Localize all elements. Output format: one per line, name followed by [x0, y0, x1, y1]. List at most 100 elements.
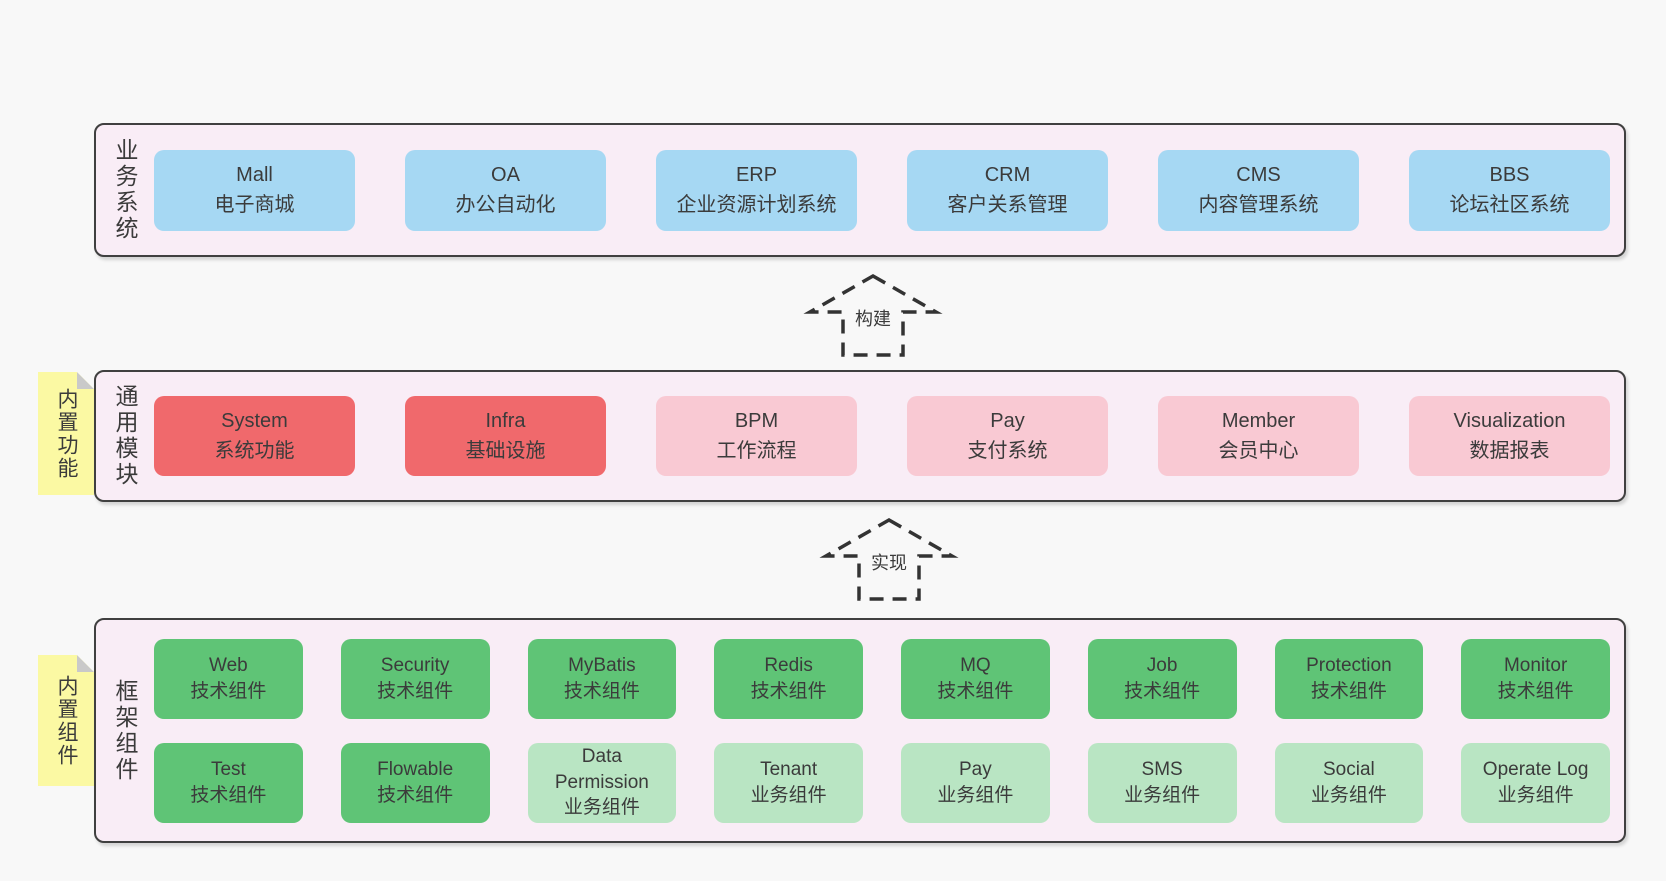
box-flowable: Flowable 技术组件 [340, 742, 490, 823]
box-title: Security [380, 654, 450, 676]
box-subtitle: 业务组件 [1497, 784, 1574, 806]
box-title: Pay [959, 758, 992, 780]
box-redis: Redis 技术组件 [714, 638, 863, 719]
box-subtitle: 支付系统 [967, 440, 1048, 462]
sticky-note-text: 内置组件 [55, 674, 78, 767]
box-subtitle: 客户关系管理 [947, 194, 1068, 216]
box-visualization: Visualization 数据报表 [1409, 396, 1610, 476]
box-subtitle: 技术组件 [1497, 680, 1574, 702]
box-tenant: Tenant 业务组件 [714, 742, 863, 823]
box-title: Operate Log [1482, 758, 1589, 780]
box-title: Flowable [377, 758, 454, 780]
box-member: Member 会员中心 [1158, 396, 1359, 476]
sticky-note-built-in-components: 内置组件 [38, 655, 94, 786]
box-protection: Protection 技术组件 [1274, 638, 1424, 719]
box-title: Monitor [1503, 654, 1568, 676]
box-social: Social 业务组件 [1274, 742, 1424, 823]
box-subtitle: 数据报表 [1469, 440, 1550, 462]
box-sms: SMS 业务组件 [1087, 742, 1237, 823]
box-infra: Infra 基础设施 [405, 396, 606, 476]
box-subtitle: 技术组件 [377, 784, 454, 806]
box-mall: Mall 电子商城 [154, 149, 355, 231]
box-subtitle: 会员中心 [1218, 440, 1299, 462]
box-title: System [221, 410, 288, 432]
box-subtitle: 基础设施 [465, 440, 546, 462]
box-pay: Pay 支付系统 [907, 396, 1108, 476]
component-row-2: Test 技术组件 Flowable 技术组件 Data Permission … [154, 742, 1610, 823]
box-oa: OA 办公自动化 [405, 149, 606, 231]
box-title: Tenant [760, 758, 818, 780]
box-title: BBS [1489, 164, 1530, 186]
box-subtitle: 业务组件 [1310, 784, 1387, 806]
box-title: Protection [1306, 654, 1392, 676]
box-web: Web 技术组件 [154, 638, 303, 719]
box-erp: ERP 企业资源计划系统 [656, 149, 857, 231]
box-subtitle: 技术组件 [1310, 680, 1387, 702]
box-title: Member [1221, 410, 1296, 432]
box-subtitle: 业务组件 [1124, 784, 1201, 806]
band-framework-components: 框架组件 Web 技术组件 Security 技术组件 MyBatis 技术组件… [94, 618, 1626, 843]
box-subtitle: 业务组件 [937, 784, 1014, 806]
box-job: Job 技术组件 [1087, 638, 1237, 719]
band-boxes: System 系统功能 Infra 基础设施 BPM 工作流程 Pay 支付系统… [154, 372, 1624, 500]
box-subtitle: 办公自动化 [455, 194, 556, 216]
box-title: CRM [984, 164, 1031, 186]
band-label-common-modules: 通用模块 [112, 384, 138, 488]
component-row-1: Web 技术组件 Security 技术组件 MyBatis 技术组件 Redi… [154, 638, 1610, 719]
folded-corner-icon [77, 655, 94, 672]
arrow-implement-label: 实现 [868, 548, 910, 576]
box-subtitle: 工作流程 [716, 440, 797, 462]
box-title: Data Permission [554, 746, 649, 793]
box-title: Redis [764, 654, 813, 676]
box-subtitle: 技术组件 [190, 784, 267, 806]
box-mq: MQ 技术组件 [901, 638, 1050, 719]
box-subtitle: 内容管理系统 [1198, 194, 1319, 216]
band-business-systems: 业务系统 Mall 电子商城 OA 办公自动化 ERP 企业资源计划系统 CRM… [94, 123, 1626, 257]
box-title: Mall [236, 164, 273, 186]
box-cms: CMS 内容管理系统 [1158, 149, 1359, 231]
sticky-note-built-in-features: 内置功能 [38, 372, 94, 495]
sticky-note-text: 内置功能 [55, 387, 78, 480]
box-subtitle: 系统功能 [214, 440, 295, 462]
box-operate-log: Operate Log 业务组件 [1461, 742, 1610, 823]
arrow-build: 构建 [803, 273, 943, 358]
box-subtitle: 技术组件 [190, 680, 267, 702]
arrow-build-label: 构建 [852, 304, 894, 332]
box-title: MQ [960, 654, 991, 676]
arrow-implement: 实现 [819, 517, 959, 602]
band-rows: Web 技术组件 Security 技术组件 MyBatis 技术组件 Redi… [154, 620, 1624, 841]
box-title: ERP [735, 164, 778, 186]
box-title: Web [209, 654, 248, 676]
box-title: SMS [1141, 758, 1183, 780]
box-bbs: BBS 论坛社区系统 [1409, 149, 1610, 231]
box-subtitle: 电子商城 [214, 194, 295, 216]
band-label-business-systems: 业务系统 [112, 138, 138, 242]
box-test: Test 技术组件 [154, 742, 303, 823]
box-title: Visualization [1453, 410, 1566, 432]
box-subtitle: 技术组件 [1124, 680, 1201, 702]
box-security: Security 技术组件 [340, 638, 490, 719]
box-subtitle: 技术组件 [937, 680, 1014, 702]
box-subtitle: 论坛社区系统 [1449, 194, 1570, 216]
box-title: Job [1146, 654, 1178, 676]
box-subtitle: 技术组件 [750, 680, 827, 702]
box-pay-component: Pay 业务组件 [901, 742, 1050, 823]
box-system: System 系统功能 [154, 396, 355, 476]
box-crm: CRM 客户关系管理 [907, 149, 1108, 231]
box-title: OA [491, 164, 520, 186]
folded-corner-icon [77, 372, 94, 389]
box-title: Test [210, 758, 246, 780]
box-subtitle: 业务组件 [563, 797, 640, 819]
box-bpm: BPM 工作流程 [656, 396, 857, 476]
box-title: CMS [1236, 164, 1281, 186]
band-common-modules: 通用模块 System 系统功能 Infra 基础设施 BPM 工作流程 Pay… [94, 370, 1626, 502]
box-mybatis: MyBatis 技术组件 [527, 638, 677, 719]
box-data-permission: Data Permission 业务组件 [527, 742, 677, 823]
box-monitor: Monitor 技术组件 [1461, 638, 1610, 719]
box-title: MyBatis [568, 654, 636, 676]
box-title: Social [1323, 758, 1375, 780]
box-subtitle: 技术组件 [563, 680, 640, 702]
box-title: BPM [734, 410, 779, 432]
box-title: Infra [485, 410, 526, 432]
box-subtitle: 业务组件 [750, 784, 827, 806]
